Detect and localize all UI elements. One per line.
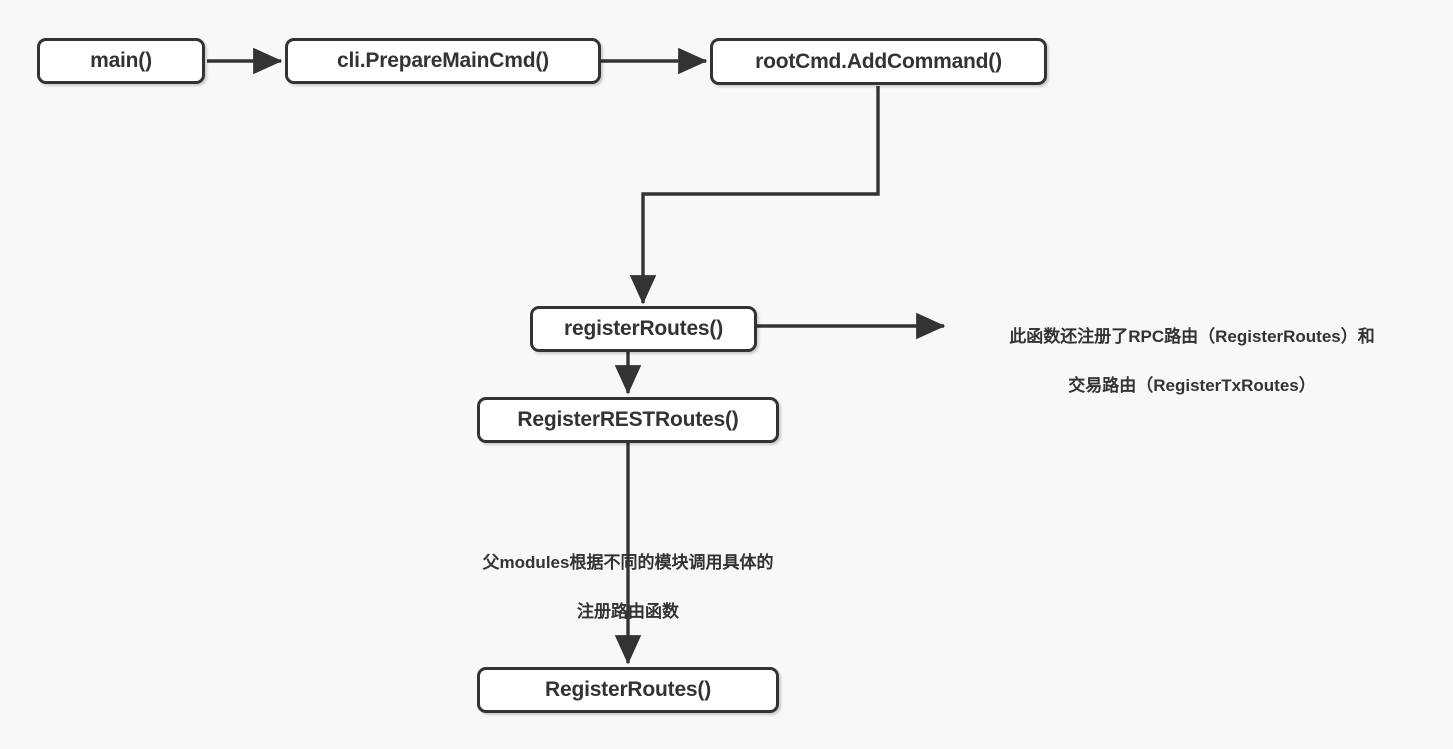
node-register-rest-routes-label: RegisterRESTRoutes() <box>517 408 739 431</box>
annotation-modules-note: 父modules根据不同的模块调用具体的 注册路由函数 <box>398 526 858 649</box>
node-main[interactable]: main() <box>37 38 205 84</box>
annotation-rpc-note: 此函数还注册了RPC路由（RegisterRoutes）和 交易路由（Regis… <box>952 300 1432 423</box>
node-root-cmd-add-command-label: rootCmd.AddCommand() <box>755 49 1002 73</box>
annotation-modules-note-line1: 父modules根据不同的模块调用具体的 <box>482 552 774 572</box>
node-register-routes-upper[interactable]: RegisterRoutes() <box>477 667 779 713</box>
node-register-routes-lower-label: registerRoutes() <box>564 317 723 340</box>
node-register-routes-lower[interactable]: registerRoutes() <box>530 306 757 352</box>
node-register-rest-routes[interactable]: RegisterRESTRoutes() <box>477 397 779 443</box>
node-prepare-main-cmd-label: cli.PrepareMainCmd() <box>337 49 549 72</box>
node-root-cmd-add-command[interactable]: rootCmd.AddCommand() <box>710 38 1047 85</box>
annotation-modules-note-line2: 注册路由函数 <box>577 601 679 621</box>
node-main-label: main() <box>90 49 152 72</box>
node-register-routes-upper-label: RegisterRoutes() <box>545 678 711 701</box>
edge-addcommand-to-registerroutes <box>629 86 880 305</box>
node-prepare-main-cmd[interactable]: cli.PrepareMainCmd() <box>285 38 601 84</box>
annotation-rpc-note-line1: 此函数还注册了RPC路由（RegisterRoutes）和 <box>1009 326 1375 346</box>
annotation-rpc-note-line2: 交易路由（RegisterTxRoutes） <box>1068 375 1316 395</box>
